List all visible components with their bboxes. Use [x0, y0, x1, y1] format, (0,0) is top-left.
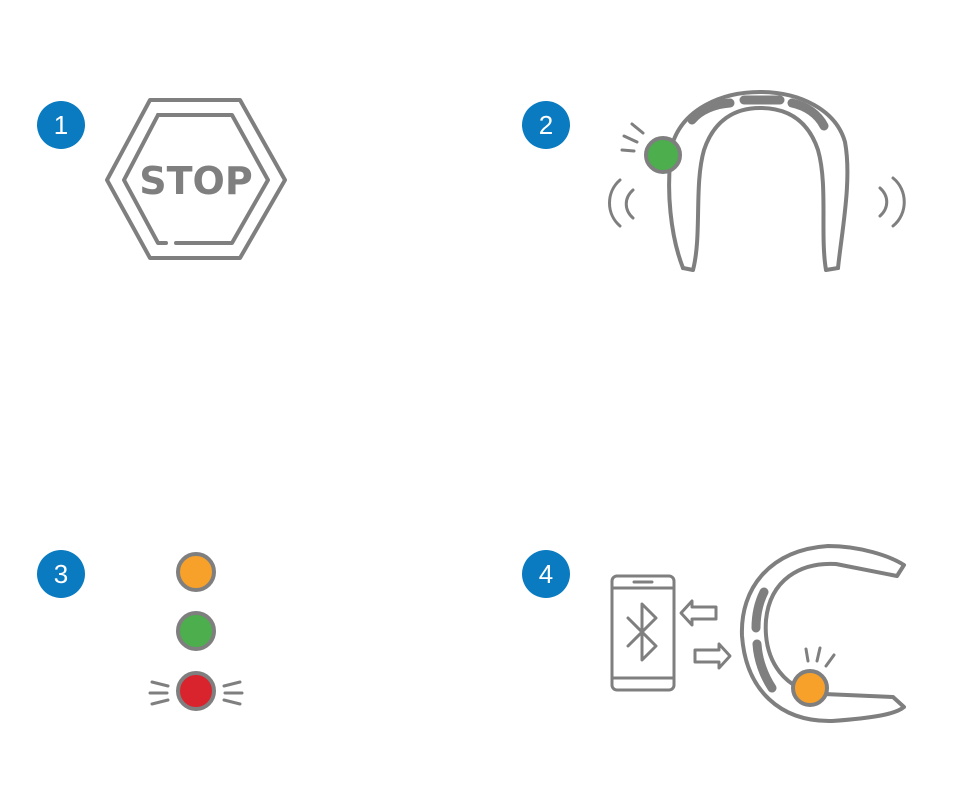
green-led-icon	[176, 611, 216, 651]
step-2-badge: 2	[522, 101, 570, 149]
green-led-icon	[644, 136, 682, 174]
orange-led-icon	[791, 669, 829, 707]
orange-led-icon	[176, 552, 216, 592]
arrow-right-icon	[693, 642, 732, 670]
stop-text: STOP	[139, 159, 252, 203]
bluetooth-phone-pairing-icon	[610, 544, 906, 724]
red-led-icon	[176, 671, 216, 711]
arrow-left-icon	[679, 599, 718, 627]
led-status-indicator-icon	[148, 552, 244, 711]
step-1-badge: 1	[37, 101, 85, 149]
headset-vibrating-green-led-icon	[608, 90, 906, 272]
step-3-badge: 3	[37, 550, 85, 598]
stop-sign-icon: STOP	[105, 98, 287, 260]
bluetooth-icon	[626, 602, 658, 662]
step-4-badge: 4	[522, 550, 570, 598]
smartphone-icon	[610, 574, 676, 692]
